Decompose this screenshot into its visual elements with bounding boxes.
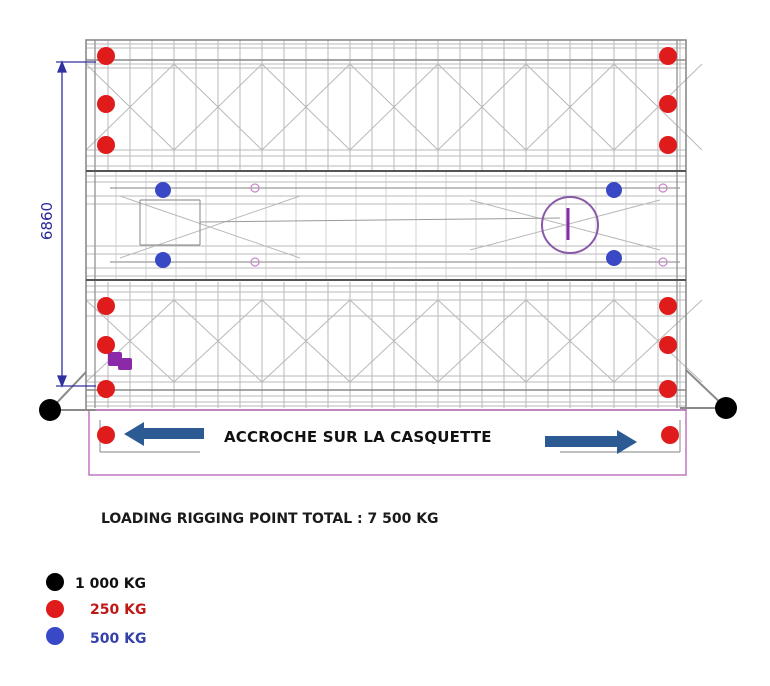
legend-item-250kg bbox=[46, 599, 64, 619]
truss-member bbox=[85, 63, 175, 151]
truss-member bbox=[173, 299, 263, 383]
truss-member bbox=[525, 299, 615, 383]
rigging-point-250kg bbox=[659, 47, 677, 65]
dimension-label: 6860 bbox=[38, 201, 57, 241]
truss-member bbox=[199, 217, 561, 223]
rigging-point-500kg bbox=[606, 250, 622, 266]
truss-member bbox=[119, 195, 301, 259]
rigging-point-250kg bbox=[97, 297, 115, 315]
rigging-point-250kg bbox=[97, 380, 115, 398]
truss-member bbox=[469, 199, 661, 251]
rigging-point-500kg bbox=[606, 182, 622, 198]
casquette-outline bbox=[88, 409, 687, 476]
rigging-points-500kg bbox=[155, 182, 622, 268]
legend-label-1000kg: 1 000 KG bbox=[75, 576, 147, 592]
rigging-point-250kg bbox=[659, 136, 677, 154]
truss-member bbox=[261, 299, 351, 383]
truss-structure bbox=[85, 40, 703, 408]
legend-label-500kg: 500 KG bbox=[90, 631, 147, 647]
rigging-point-1000kg bbox=[715, 397, 737, 419]
dimension-line bbox=[56, 60, 96, 388]
legend-dot-black bbox=[46, 573, 64, 591]
rigging-point-250kg bbox=[97, 47, 115, 65]
legend-label-250kg: 250 KG bbox=[90, 602, 147, 618]
rigging-point-500kg bbox=[155, 182, 171, 198]
rigging-point-250kg bbox=[97, 95, 115, 113]
arrow-right bbox=[545, 430, 637, 454]
arrow-left bbox=[124, 422, 204, 446]
rigging-point-250kg bbox=[659, 336, 677, 354]
motor-circle bbox=[541, 196, 599, 254]
truss-member bbox=[437, 299, 527, 383]
rigging-points-1000kg bbox=[39, 397, 737, 421]
rigging-point-250kg bbox=[659, 297, 677, 315]
rigging-point-250kg bbox=[97, 336, 115, 354]
truss-member bbox=[85, 299, 175, 383]
rigging-point-250kg bbox=[661, 426, 679, 444]
pink-markers bbox=[250, 183, 668, 267]
rigging-points-250kg bbox=[97, 47, 679, 444]
rigging-point-250kg bbox=[97, 136, 115, 154]
rigging-point-500kg bbox=[155, 252, 171, 268]
rigging-point-250kg bbox=[97, 426, 115, 444]
hoist-icon bbox=[108, 352, 132, 370]
truss-member bbox=[437, 63, 527, 151]
truss-member bbox=[613, 299, 703, 383]
legend-item-1000kg bbox=[46, 572, 64, 592]
rigging-point-250kg bbox=[659, 95, 677, 113]
casquette-banner: ACCROCHE SUR LA CASQUETTE bbox=[224, 428, 492, 446]
truss-member bbox=[349, 63, 439, 151]
rigging-point-250kg bbox=[659, 380, 677, 398]
truss-member bbox=[261, 63, 351, 151]
rigging-point-1000kg bbox=[39, 399, 61, 421]
legend-dot-red bbox=[46, 600, 64, 618]
truss-member bbox=[613, 63, 703, 151]
truss-member bbox=[349, 299, 439, 383]
legend-item-500kg bbox=[46, 626, 64, 646]
truss-member bbox=[525, 63, 615, 151]
total-load-title: LOADING RIGGING POINT TOTAL : 7 500 KG bbox=[101, 511, 439, 527]
legend-dot-blue bbox=[46, 627, 64, 645]
truss-member bbox=[173, 63, 263, 151]
